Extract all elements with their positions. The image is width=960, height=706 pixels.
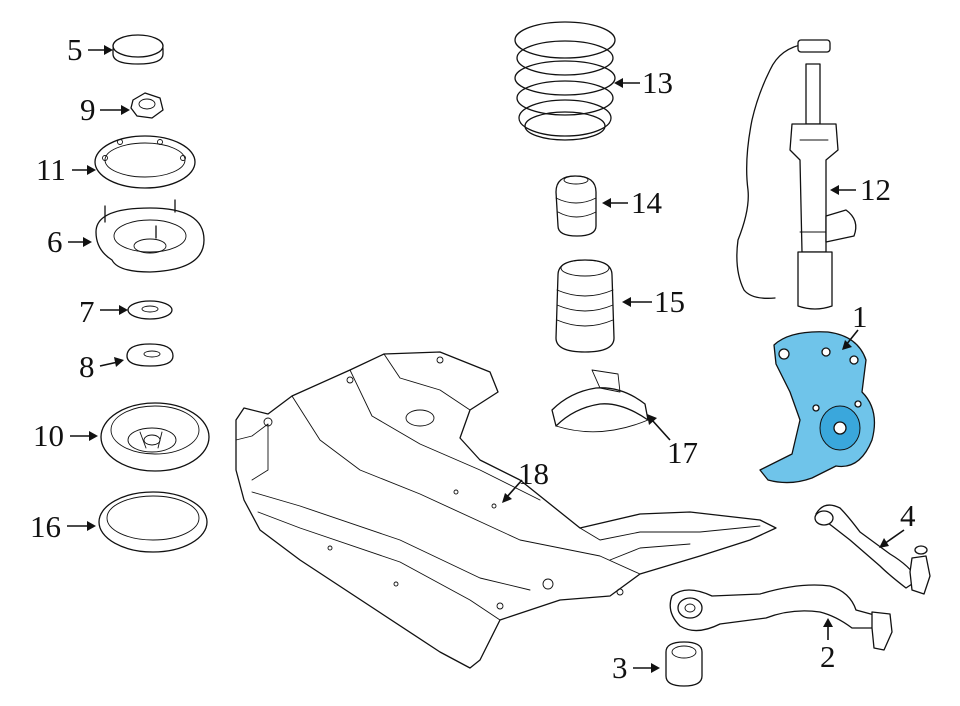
svg-text:4: 4 [900, 498, 916, 533]
callout-13: 13 [614, 65, 673, 100]
callout-6: 6 [47, 224, 92, 259]
svg-text:8: 8 [79, 349, 95, 384]
callout-17: 17 [647, 414, 698, 470]
callout-16: 16 [30, 509, 96, 544]
part-17-spring-pad [551, 369, 649, 433]
svg-text:15: 15 [654, 284, 685, 319]
svg-text:1: 1 [852, 299, 868, 334]
svg-text:11: 11 [36, 152, 66, 187]
callout-2: 2 [820, 618, 836, 674]
part-14-bump-stop [555, 175, 597, 237]
svg-text:12: 12 [860, 172, 891, 207]
callout-12: 12 [830, 172, 891, 207]
svg-text:5: 5 [67, 32, 83, 67]
part-2-lower-arm [669, 584, 893, 651]
part-15-dust-boot [555, 259, 615, 353]
callout-5: 5 [67, 32, 113, 67]
part-3-bushing [665, 641, 703, 687]
callout-7: 7 [79, 294, 128, 329]
svg-text:16: 16 [30, 509, 61, 544]
part-13-coil-spring [514, 21, 616, 141]
part-4-control-arm [814, 504, 931, 595]
part-11-gasket [94, 135, 196, 189]
part-10-spring-seat [100, 402, 210, 472]
part-12-strut [736, 39, 857, 310]
part-8-washer [126, 343, 174, 367]
callout-9: 9 [80, 92, 130, 127]
callout-3: 3 [612, 650, 660, 685]
callout-14: 14 [602, 185, 663, 220]
part-7-washer [127, 300, 173, 320]
part-5-cap [112, 34, 164, 65]
svg-text:2: 2 [820, 639, 836, 674]
callout-8: 8 [79, 349, 124, 384]
callout-18: 18 [502, 456, 549, 503]
callout-10: 10 [33, 418, 98, 453]
callout-15: 15 [622, 284, 685, 319]
part-9-nut [130, 92, 164, 119]
part-6-strut-mount [95, 199, 205, 273]
part-16-insulator [98, 491, 208, 553]
svg-text:18: 18 [518, 456, 549, 491]
svg-text:14: 14 [631, 185, 663, 220]
svg-text:6: 6 [47, 224, 63, 259]
svg-text:7: 7 [79, 294, 95, 329]
svg-text:13: 13 [642, 65, 673, 100]
callout-1: 1 [842, 299, 868, 350]
svg-text:17: 17 [667, 435, 698, 470]
svg-text:3: 3 [612, 650, 628, 685]
svg-text:9: 9 [80, 92, 96, 127]
callout-11: 11 [36, 152, 96, 187]
callout-4: 4 [879, 498, 916, 548]
part-1-steering-knuckle [759, 331, 876, 484]
svg-text:10: 10 [33, 418, 64, 453]
part-18-subframe [235, 351, 777, 669]
